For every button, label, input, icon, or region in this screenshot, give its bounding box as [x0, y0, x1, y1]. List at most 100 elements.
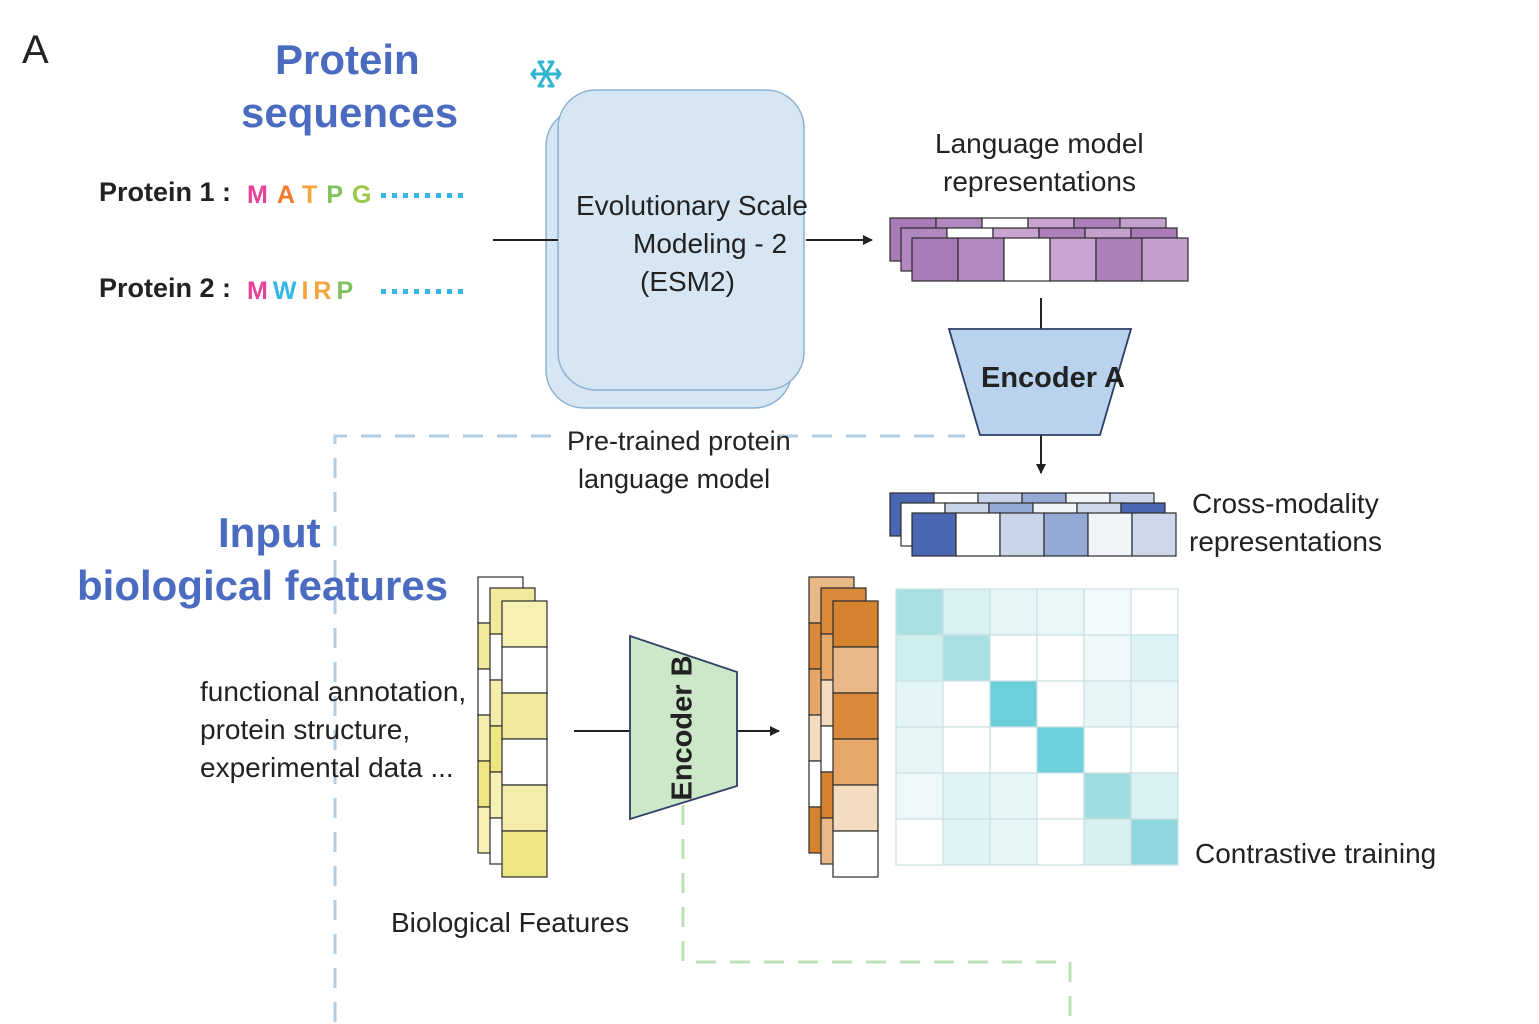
language-model-cell	[1049, 237, 1097, 282]
panel-label: A	[22, 28, 49, 72]
similarity-cell	[1036, 680, 1085, 728]
similarity-cell	[1083, 634, 1132, 682]
input-features-title-line1: Input	[218, 509, 321, 556]
biological-features-caption: Biological Features	[391, 907, 630, 938]
similarity-cell	[895, 818, 944, 866]
similarity-cell	[989, 772, 1038, 820]
residue-letter: R	[313, 277, 337, 305]
similarity-cell	[1036, 772, 1085, 820]
language-model-cell	[1095, 237, 1143, 282]
similarity-cell	[1083, 818, 1132, 866]
biological-feature-stack	[477, 576, 548, 878]
similarity-cell	[895, 634, 944, 682]
ellipsis-dot	[403, 289, 408, 294]
encoder-b-label: Encoder B	[666, 655, 699, 801]
similarity-cell	[1083, 772, 1132, 820]
ellipsis-dot	[458, 289, 463, 294]
biological-feature-cell	[501, 692, 548, 740]
encoded-feature-cell	[832, 830, 879, 878]
encoder-a-label: Encoder A	[981, 362, 1125, 394]
protein-2-sequence: MWIRP	[247, 277, 358, 306]
cross-modality-title-line2: representations	[1189, 526, 1383, 557]
ellipsis-dot	[381, 193, 386, 198]
residue-letter: W	[272, 277, 302, 305]
esm-label-line2: Modeling - 2	[633, 228, 788, 259]
biological-feature-cell	[501, 600, 548, 648]
similarity-cell	[1130, 634, 1179, 682]
similarity-cell	[895, 588, 944, 636]
encoded-feature-cell	[832, 646, 879, 694]
similarity-cell	[989, 588, 1038, 636]
similarity-cell	[895, 726, 944, 774]
similarity-matrix	[895, 588, 1179, 866]
encoded-feature-cell	[832, 600, 879, 648]
cross-modality-cell	[999, 512, 1045, 557]
cross-modality-cell	[955, 512, 1001, 557]
ellipsis-dot	[381, 289, 386, 294]
language-model-cell	[1003, 237, 1051, 282]
cross-modality-cell	[1043, 512, 1089, 557]
similarity-cell	[942, 680, 991, 728]
residue-letter: M	[247, 277, 273, 305]
ellipsis-dot	[425, 289, 430, 294]
encoded-feature-stack	[808, 576, 879, 878]
similarity-cell	[1130, 680, 1179, 728]
ellipsis-dot	[447, 289, 452, 294]
biological-feature-cell	[501, 830, 548, 878]
residue-letter: M	[247, 181, 277, 209]
ellipsis-dot	[392, 193, 397, 198]
similarity-cell	[1130, 772, 1179, 820]
encoded-feature-cell	[832, 738, 879, 786]
similarity-cell	[1036, 634, 1085, 682]
similarity-cell	[989, 726, 1038, 774]
similarity-cell	[942, 588, 991, 636]
encoded-feature-cell	[832, 692, 879, 740]
similarity-cell	[942, 634, 991, 682]
protein-sequences-title-line1: Protein	[275, 36, 420, 83]
esm-label-line3: (ESM2)	[640, 266, 735, 297]
biological-feature-cell	[501, 738, 548, 786]
feature-description-line1: functional annotation,	[200, 676, 467, 707]
biological-feature-cell	[501, 646, 548, 694]
feature-description-line3: experimental data ...	[200, 752, 454, 783]
residue-letter: P	[336, 277, 359, 305]
similarity-cell	[989, 680, 1038, 728]
cross-modality-title-line1: Cross-modality	[1192, 488, 1379, 519]
language-model-representation-stack	[889, 217, 1189, 282]
snowflake-icon	[530, 60, 562, 88]
protein-2-label: Protein 2 :	[99, 273, 232, 303]
similarity-cell	[1130, 726, 1179, 774]
encoded-feature-cell	[832, 784, 879, 832]
similarity-cell	[1083, 588, 1132, 636]
ellipsis-dot	[458, 193, 463, 198]
similarity-cell	[1036, 588, 1085, 636]
cross-modality-cell	[1087, 512, 1133, 557]
similarity-cell	[1130, 818, 1179, 866]
similarity-cell	[1083, 680, 1132, 728]
language-model-cell	[911, 237, 959, 282]
feature-description-line2: protein structure,	[200, 714, 411, 745]
esm-label-line1: Evolutionary Scale	[576, 190, 808, 221]
ellipsis-dot	[414, 193, 419, 198]
encoder-b-shape	[629, 634, 738, 821]
similarity-cell	[942, 818, 991, 866]
residue-letter: I	[301, 277, 314, 305]
dashed-frame-blue	[333, 434, 965, 1022]
ellipsis-dot	[403, 193, 408, 198]
esm-caption-line2: language model	[578, 464, 771, 494]
dashed-frame-green	[681, 805, 1072, 1022]
similarity-cell	[989, 818, 1038, 866]
cross-modality-cell	[1131, 512, 1177, 557]
residue-letter: P	[326, 181, 352, 209]
esm-caption-line1: Pre-trained protein	[567, 426, 791, 456]
ellipsis-dot	[436, 289, 441, 294]
ellipsis-dot	[392, 289, 397, 294]
similarity-cell	[895, 772, 944, 820]
ellipsis-dot	[447, 193, 452, 198]
language-model-cell	[957, 237, 1005, 282]
language-model-cell	[1141, 237, 1189, 282]
protein-1-label: Protein 1 :	[99, 177, 232, 207]
contrastive-training-caption: Contrastive training	[1195, 838, 1437, 869]
